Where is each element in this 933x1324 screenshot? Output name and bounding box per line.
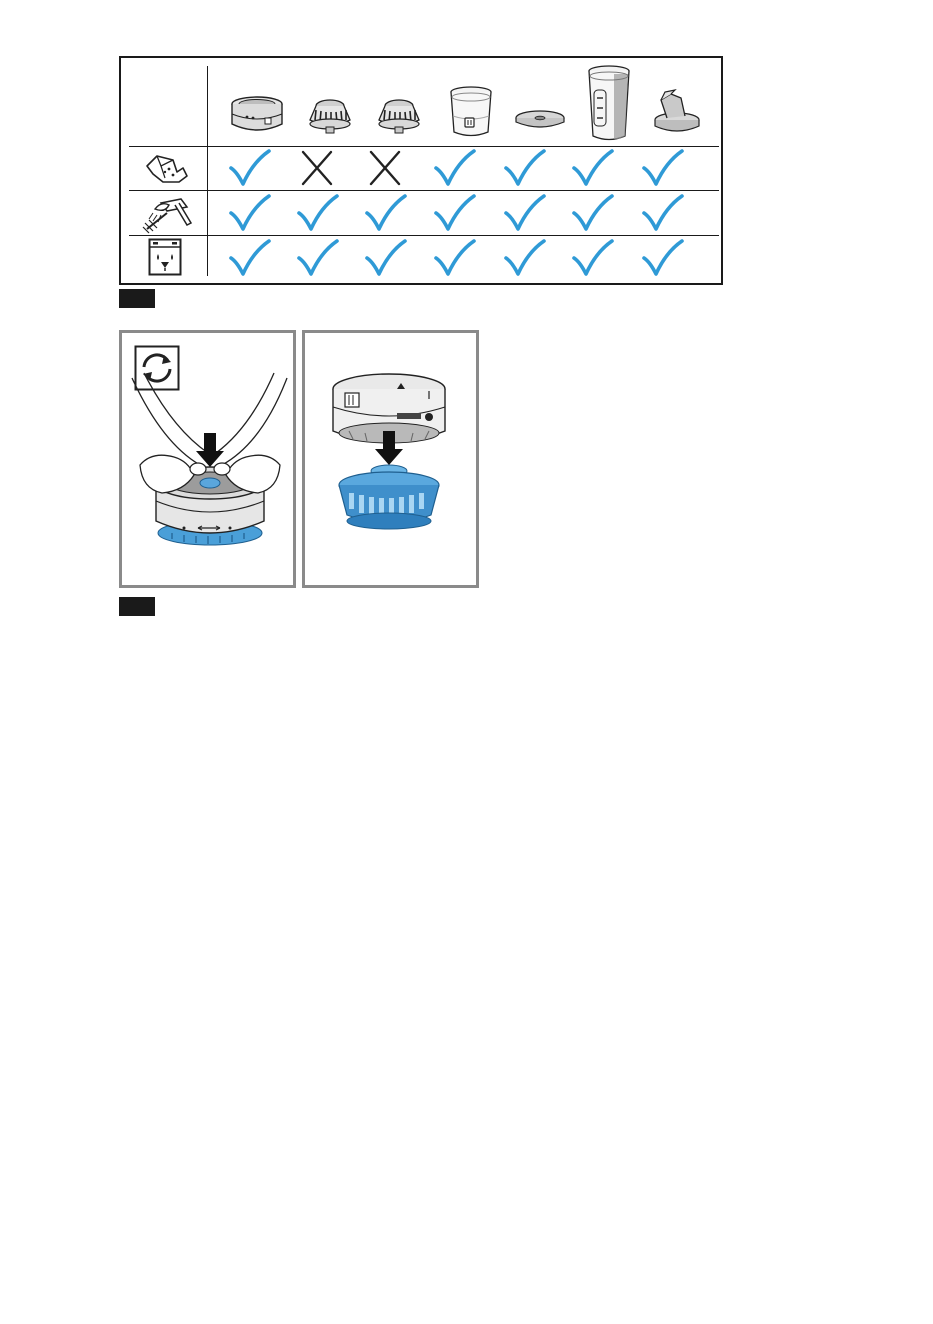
part-filter-insert [375, 96, 423, 136]
cross-icon [295, 148, 339, 188]
check-mark [231, 196, 269, 229]
check-mark [231, 151, 269, 184]
cleaning-table [119, 56, 723, 285]
check-mark [506, 196, 544, 229]
part-container [447, 84, 495, 140]
check-icon [227, 193, 271, 233]
check-icon [502, 238, 546, 278]
hands-pressing-filter-illustration [122, 333, 293, 585]
check-mark [436, 151, 474, 184]
lid-disc-icon [514, 108, 566, 132]
check-mark [506, 241, 544, 274]
check-icon [363, 193, 407, 233]
bottle-icon [584, 64, 634, 144]
check-mark [436, 196, 474, 229]
filter-housing-icon [229, 94, 285, 138]
part-bottle [584, 64, 634, 144]
drinking-lid-icon [651, 88, 703, 136]
step-panel-press [119, 330, 296, 588]
filter-insert-icon [306, 96, 354, 136]
part-filter-insert [306, 96, 354, 136]
figure-label [119, 289, 155, 308]
check-icon [363, 238, 407, 278]
check-mark [299, 196, 337, 229]
check-icon [432, 193, 476, 233]
container-icon [447, 84, 495, 140]
part-lid-disc [514, 108, 566, 132]
cross-icon [363, 148, 407, 188]
column-divider [207, 66, 208, 276]
wipe-cloth-icon [143, 152, 191, 188]
check-mark [299, 241, 337, 274]
check-icon [227, 238, 271, 278]
check-mark [644, 151, 682, 184]
check-mark [574, 241, 612, 274]
row-divider [129, 146, 719, 147]
dishwasher-icon [148, 238, 182, 276]
check-icon [295, 238, 339, 278]
check-icon [570, 238, 614, 278]
check-icon [570, 148, 614, 188]
check-mark [506, 151, 544, 184]
check-icon [432, 238, 476, 278]
check-icon [502, 148, 546, 188]
cross-mark [371, 152, 399, 184]
method-wipe [143, 152, 191, 188]
figure-label [119, 597, 155, 616]
check-mark [367, 196, 405, 229]
check-mark [436, 241, 474, 274]
check-mark [231, 241, 269, 274]
check-icon [502, 193, 546, 233]
check-mark [367, 241, 405, 274]
check-icon [295, 193, 339, 233]
filter-insert-icon [375, 96, 423, 136]
row-divider [129, 235, 719, 236]
step-panel-assemble [302, 330, 479, 588]
brush-sponge-icon [141, 193, 195, 235]
check-mark [644, 241, 682, 274]
check-mark [574, 151, 612, 184]
check-icon [640, 193, 684, 233]
part-drinking-lid [651, 88, 703, 136]
row-divider [129, 190, 719, 191]
check-mark [644, 196, 682, 229]
filter-assembly-icon [305, 333, 476, 585]
check-icon [432, 148, 476, 188]
method-brush [141, 193, 195, 235]
check-icon [640, 238, 684, 278]
part-filter-housing [229, 94, 285, 138]
check-mark [574, 196, 612, 229]
cross-mark [303, 152, 331, 184]
check-icon [640, 148, 684, 188]
check-icon [570, 193, 614, 233]
check-icon [227, 148, 271, 188]
method-dishwasher [148, 238, 182, 276]
